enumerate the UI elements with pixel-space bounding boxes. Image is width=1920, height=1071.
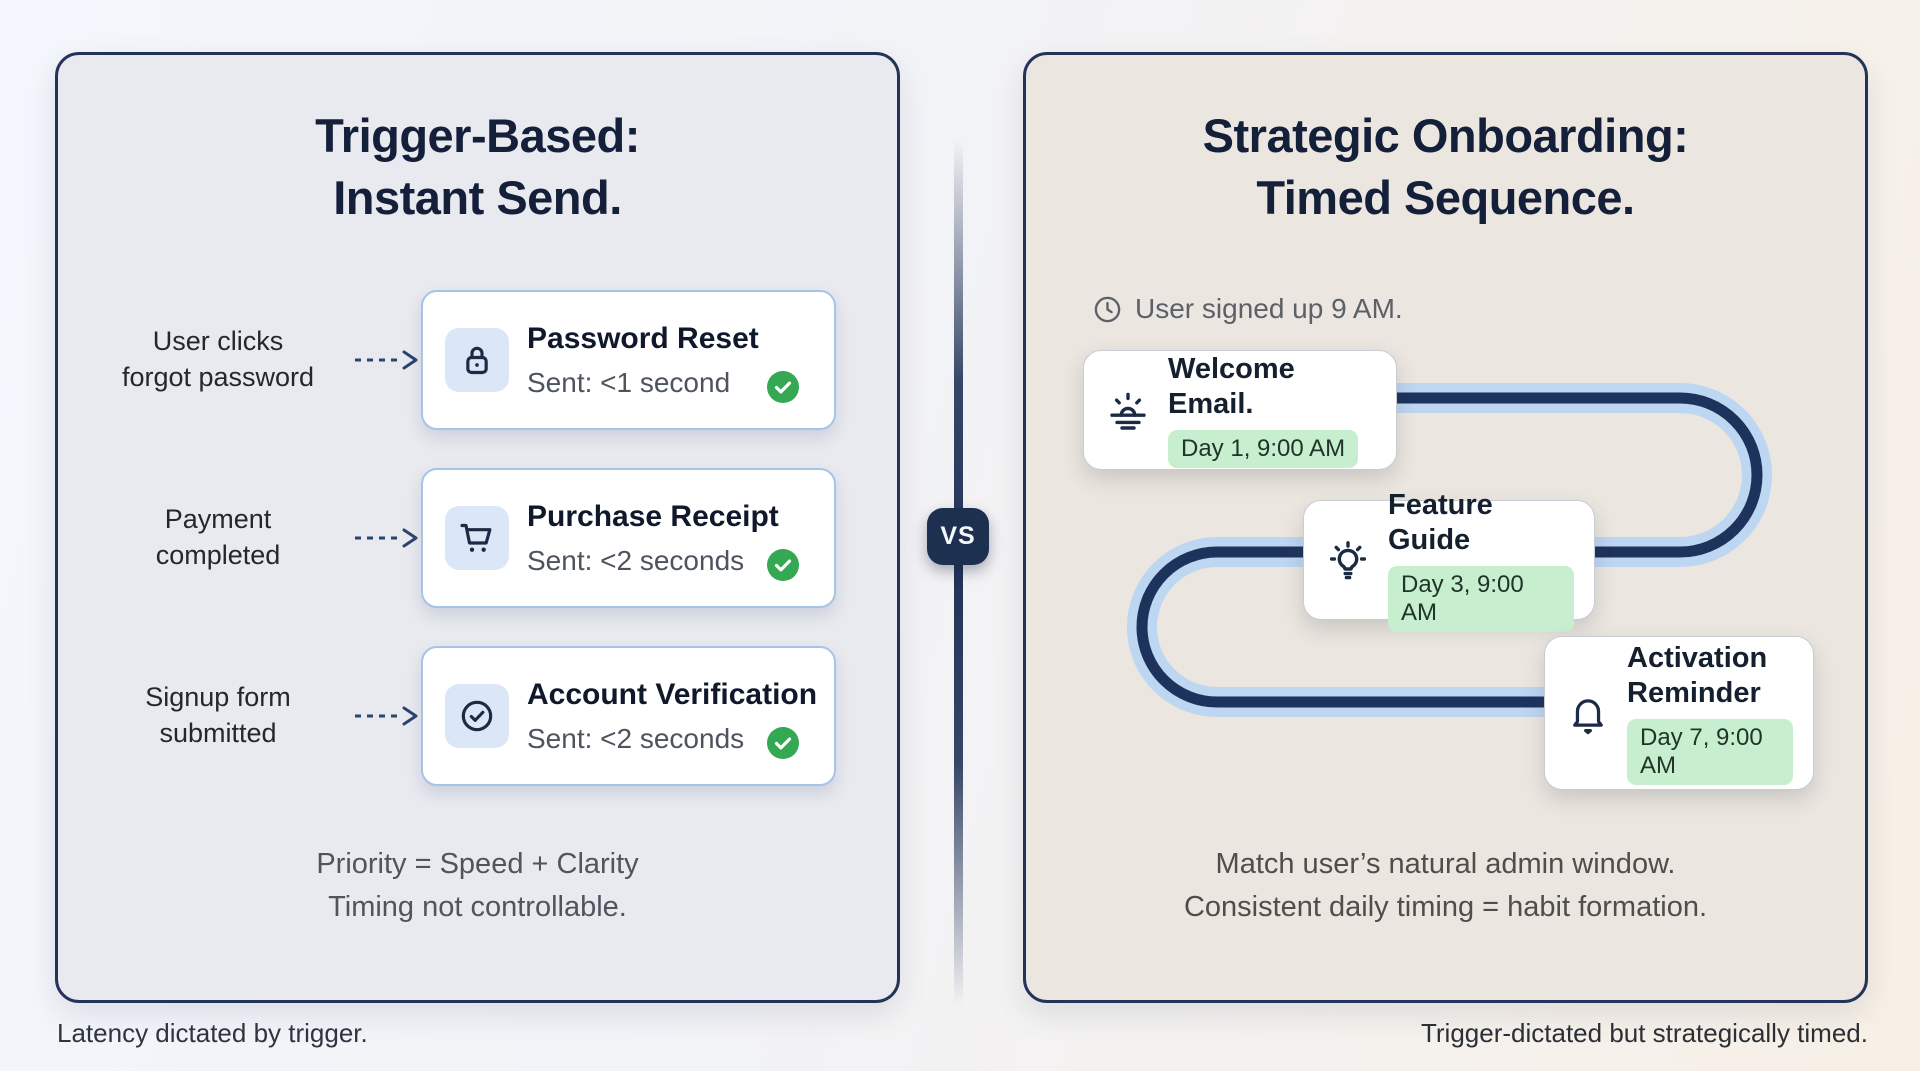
- email-card-password-reset: Password Reset Sent: <1 second: [421, 290, 836, 430]
- email-card-sent-time: Sent: <2 seconds: [527, 545, 745, 576]
- card-text: Purchase Receipt Sent: <2 seconds: [527, 499, 779, 577]
- lightbulb-icon: [1324, 536, 1372, 584]
- step-text: Welcome Email. Day 1, 9:00 AM: [1168, 352, 1376, 468]
- clock-icon: [1092, 294, 1123, 325]
- step-day-badge: Day 7, 9:00 AM: [1627, 718, 1793, 785]
- lock-icon: [445, 328, 509, 392]
- step-card-activation-reminder: Activation Reminder Day 7, 9:00 AM: [1544, 636, 1814, 790]
- right-panel-title: Strategic Onboarding: Timed Sequence.: [1026, 105, 1865, 229]
- signup-note-text: User signed up 9 AM.: [1135, 293, 1403, 324]
- right-footer-line2: Consistent daily timing = habit formatio…: [1183, 890, 1708, 923]
- sequence-path: [1127, 383, 1772, 717]
- left-title-line1: Trigger-Based:: [315, 109, 640, 162]
- strategic-onboarding-panel: Strategic Onboarding: Timed Sequence. Us…: [1023, 52, 1868, 1003]
- vs-badge: VS: [927, 508, 989, 565]
- step-card-welcome-email: Welcome Email. Day 1, 9:00 AM: [1083, 350, 1397, 470]
- trigger-row-password-reset: User clicks forgot password Password Res…: [83, 290, 836, 430]
- success-check-icon: [766, 370, 800, 404]
- left-title-line2: Instant Send.: [333, 171, 622, 225]
- email-card-purchase-receipt: Purchase Receipt Sent: <2 seconds: [421, 468, 836, 608]
- trigger-label-line1: User clicks: [152, 326, 284, 357]
- dashed-arrow-icon: [353, 526, 421, 550]
- step-day-badge: Day 1, 9:00 AM: [1168, 429, 1359, 468]
- trigger-label-line1: Signup form: [145, 682, 291, 713]
- card-text: Password Reset Sent: <1 second: [527, 321, 759, 399]
- left-bottom-caption: Latency dictated by trigger.: [57, 1018, 368, 1048]
- step-title: Feature Guide: [1388, 489, 1493, 556]
- dashed-arrow-icon: [353, 348, 421, 372]
- trigger-label-line2: completed: [155, 540, 281, 570]
- right-title-line2: Timed Sequence.: [1256, 171, 1635, 225]
- success-check-icon: [766, 726, 800, 760]
- email-card-sent-time: Sent: <1 second: [527, 367, 731, 398]
- step-text: Activation Reminder Day 7, 9:00 AM: [1627, 641, 1793, 785]
- email-card-title: Purchase Receipt: [527, 500, 779, 533]
- left-footer-line2: Timing not controllable.: [328, 890, 627, 923]
- left-footer-line1: Priority = Speed + Clarity: [316, 848, 639, 880]
- email-card-title: Password Reset: [527, 322, 759, 355]
- left-panel-footer: Priority = Speed + Clarity Timing not co…: [58, 843, 897, 929]
- trigger-label: User clicks forgot password: [83, 324, 353, 395]
- right-footer-line1: Match user’s natural admin window.: [1215, 848, 1676, 880]
- step-card-feature-guide: Feature Guide Day 3, 9:00 AM: [1303, 489, 1595, 632]
- center-divider-line: [954, 140, 963, 1006]
- trigger-row-purchase-receipt: Payment completed Purchase Receipt Sent:…: [83, 468, 836, 608]
- email-card-sent-time: Sent: <2 seconds: [527, 723, 745, 754]
- email-card-account-verification: Account Verification Sent: <2 seconds: [421, 646, 836, 786]
- check-circle-icon: [445, 684, 509, 748]
- step-title: Activation Reminder: [1627, 642, 1768, 709]
- signup-note: User signed up 9 AM.: [1092, 293, 1403, 325]
- email-card-title: Account Verification: [527, 678, 818, 711]
- card-text: Account Verification Sent: <2 seconds: [527, 677, 817, 755]
- dashed-arrow-icon: [353, 704, 421, 728]
- bell-icon: [1565, 690, 1611, 736]
- sunrise-icon: [1104, 386, 1152, 434]
- step-title: Welcome Email.: [1168, 353, 1295, 420]
- step-day-badge: Day 3, 9:00 AM: [1388, 565, 1574, 632]
- trigger-label-line2: submitted: [159, 718, 277, 748]
- vs-label: VS: [940, 522, 976, 550]
- trigger-label: Signup form submitted: [83, 680, 353, 751]
- cart-icon: [445, 506, 509, 570]
- trigger-based-panel: Trigger-Based: Instant Send. User clicks…: [55, 52, 900, 1003]
- trigger-label-line2: forgot password: [121, 362, 315, 392]
- right-bottom-caption: Trigger-dictated but strategically timed…: [1420, 1018, 1868, 1048]
- trigger-row-account-verification: Signup form submitted Account Verificati…: [83, 646, 836, 786]
- right-panel-footer: Match user’s natural admin window. Consi…: [1026, 843, 1865, 929]
- left-panel-title: Trigger-Based: Instant Send.: [58, 105, 897, 229]
- success-check-icon: [766, 548, 800, 582]
- step-text: Feature Guide Day 3, 9:00 AM: [1388, 488, 1574, 632]
- trigger-label: Payment completed: [83, 502, 353, 573]
- right-title-line1: Strategic Onboarding:: [1202, 109, 1689, 162]
- trigger-label-line1: Payment: [164, 504, 272, 535]
